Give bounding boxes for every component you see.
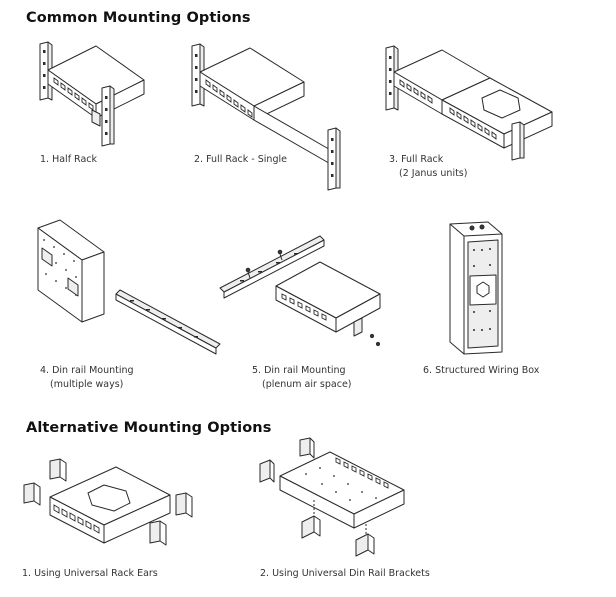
common-mounting-title: Common Mounting Options bbox=[26, 10, 251, 26]
caption-universal-din-rail-brackets: 2. Using Universal Din Rail Brackets bbox=[260, 568, 430, 579]
caption-din-rail-plenum: 5. Din rail Mounting(plenum air space) bbox=[252, 365, 352, 390]
caption-universal-rack-ears: 1. Using Universal Rack Ears bbox=[22, 568, 158, 579]
caption-full-rack-single: 2. Full Rack - Single bbox=[194, 154, 287, 165]
full-rack-single-illustration bbox=[188, 40, 358, 190]
din-rail-multiple-illustration bbox=[34, 218, 224, 358]
structured-wiring-box-illustration bbox=[444, 220, 514, 360]
alternative-mounting-title: Alternative Mounting Options bbox=[26, 420, 272, 436]
caption-structured-wiring-box: 6. Structured Wiring Box bbox=[423, 365, 540, 376]
din-rail-plenum-illustration bbox=[220, 232, 390, 357]
universal-din-rail-brackets-illustration bbox=[256, 436, 416, 561]
caption-half-rack: 1. Half Rack bbox=[40, 154, 97, 165]
caption-full-rack-dual: 3. Full Rack(2 Janus units) bbox=[389, 154, 468, 179]
half-rack-illustration bbox=[34, 40, 164, 145]
caption-din-rail-multiple: 4. Din rail Mounting(multiple ways) bbox=[40, 365, 134, 390]
full-rack-dual-illustration bbox=[382, 40, 562, 160]
universal-rack-ears-illustration bbox=[20, 455, 200, 565]
